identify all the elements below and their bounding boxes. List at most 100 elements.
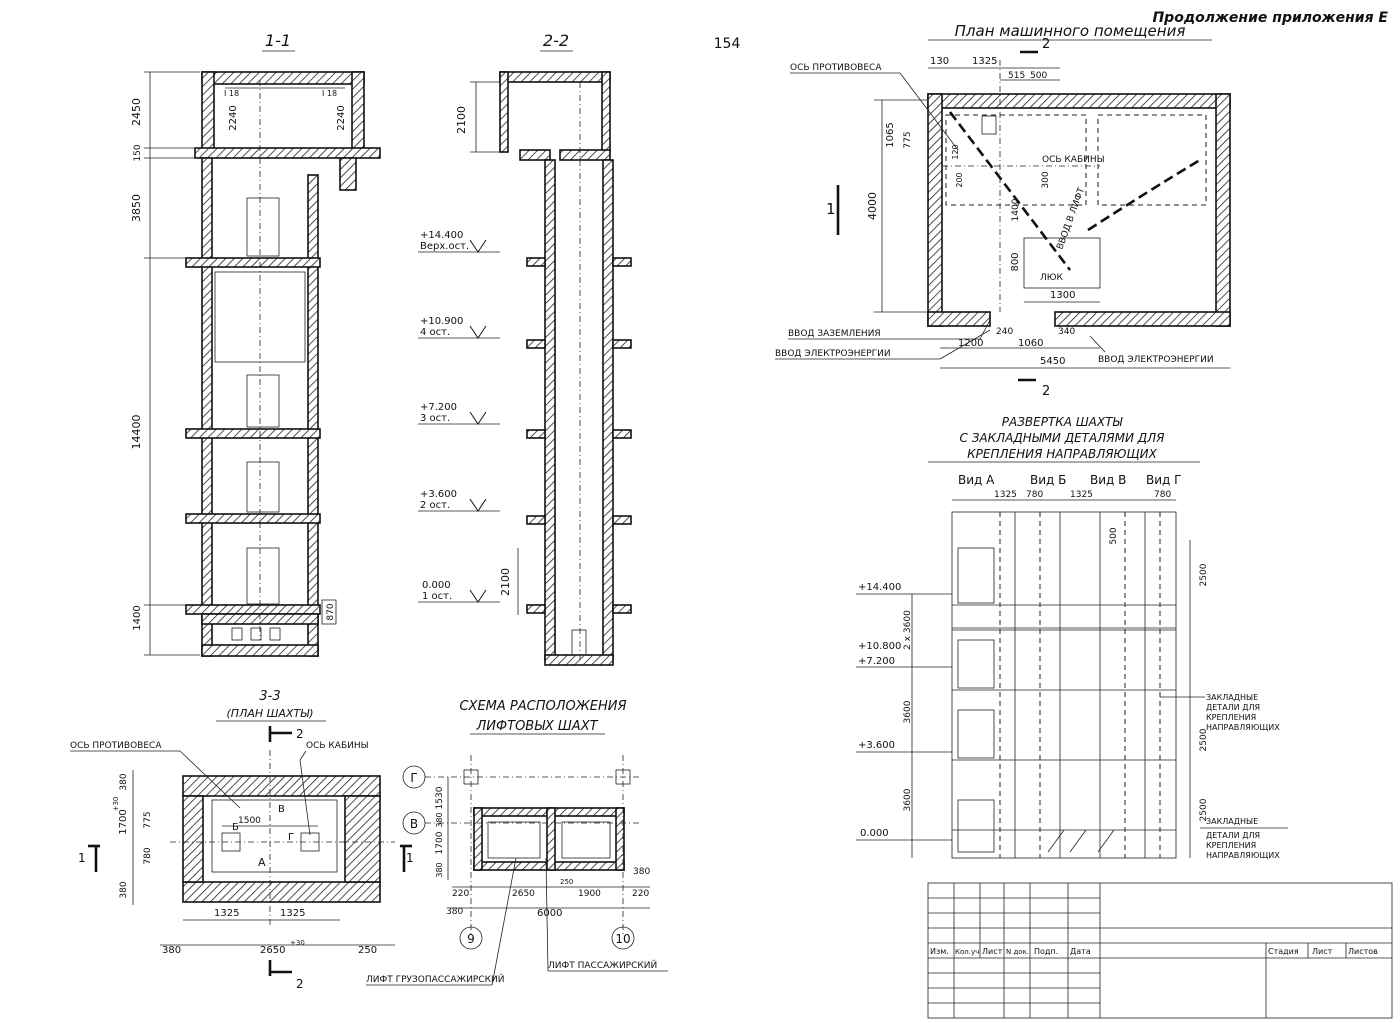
scheme-title-2: ЛИФТОВЫХ ШАХТ xyxy=(475,719,598,734)
dim-2650-s: 2650 xyxy=(512,889,535,899)
machine-room-plan: План машинного помещения 2 2 1 ОСЬ ПРОТИ… xyxy=(775,22,1231,399)
dim-515: 515 xyxy=(1008,71,1025,81)
title-block: Изм. Кол.уч Лист N док. Подп. Дата Стади… xyxy=(927,882,1393,1019)
dim-1065: 1065 xyxy=(885,122,896,147)
dim-3850: 3850 xyxy=(130,194,143,222)
axis-bubble-10: 10 xyxy=(611,926,635,950)
section-2-2-title: 2-2 xyxy=(543,31,569,50)
dim-500: 500 xyxy=(1030,71,1047,81)
dim-2240-left: 2240 xyxy=(228,105,239,130)
cut-mark-top: 2 xyxy=(1042,37,1050,52)
side-right: 1 xyxy=(406,851,414,865)
power-input-right-callout: ВВОД ЭЛЕКТРОЭНЕРГИИ xyxy=(1098,355,1214,365)
view-v: Вид В xyxy=(1090,473,1126,487)
dim-2100-bottom: 2100 xyxy=(499,568,512,596)
tb-col-ndok: N док. xyxy=(1006,948,1029,956)
dim-5450: 5450 xyxy=(1040,356,1065,367)
mark-g: Г xyxy=(288,832,294,843)
top-dim-3: 1325 xyxy=(1070,490,1093,500)
level-mark: +14.400 Верх.ост. xyxy=(418,230,500,253)
top-dim-1: 1325 xyxy=(994,490,1017,500)
dim-1300: 1300 xyxy=(1050,290,1075,301)
dim-1700-s: 1700 xyxy=(435,831,445,854)
side-dim-3600a: 3600 xyxy=(903,700,913,723)
dim-775: 775 xyxy=(903,131,913,148)
top-dim-2: 780 xyxy=(1026,490,1043,500)
tb-col-kol: Кол.уч xyxy=(955,948,979,956)
dim-220-l: 220 xyxy=(452,889,469,899)
tb-col-izm: Изм. xyxy=(930,947,949,956)
dim-2240-right: 2240 xyxy=(336,105,347,130)
dim-1325-right: 1325 xyxy=(280,908,305,919)
cut-mark-bottom: 2 xyxy=(1042,384,1050,399)
svg-text:9: 9 xyxy=(467,932,475,946)
dim-200: 200 xyxy=(955,172,964,187)
level-14400: +14.400 xyxy=(858,582,901,593)
shaft-unfold-title-1: РАЗВЕРТКА ШАХТЫ xyxy=(1002,415,1124,429)
dim-4000: 4000 xyxy=(866,192,879,220)
svg-text:ЗАКЛАДНЫЕ: ЗАКЛАДНЫЕ xyxy=(1206,817,1258,826)
section-3-3-subtitle: (ПЛАН ШАХТЫ) xyxy=(227,707,314,720)
svg-text:+3.600: +3.600 xyxy=(420,489,457,500)
sup-30-vert: +30 xyxy=(112,797,120,812)
dim-1530: 1530 xyxy=(435,786,445,809)
dim-800: 800 xyxy=(1010,252,1021,271)
dim-380-a: 380 xyxy=(435,812,444,827)
section-1-1: 1-1 2450 xyxy=(130,31,381,657)
svg-text:+10.900: +10.900 xyxy=(420,316,463,327)
view-a: Вид А xyxy=(958,473,995,487)
power-input-left-callout: ВВОД ЭЛЕКТРОЭНЕРГИИ xyxy=(775,349,891,359)
level-mark: +10.900 4 ост. xyxy=(418,316,500,339)
dim-220-r: 220 xyxy=(632,889,649,899)
dim-250-s: 250 xyxy=(560,878,573,886)
dim-775: 775 xyxy=(143,811,153,828)
svg-text:+14.400: +14.400 xyxy=(420,230,463,241)
dim-1900: 1900 xyxy=(578,889,601,899)
level-7200: +7.200 xyxy=(858,656,895,667)
dim-2100-top: 2100 xyxy=(455,106,468,134)
axis-bubble-g: Г xyxy=(402,765,426,789)
svg-text:Верх.ост.: Верх.ост. xyxy=(420,241,469,252)
dim-1500: 1500 xyxy=(238,816,261,826)
axis-bubble-9: 9 xyxy=(459,926,483,950)
svg-text:2 ост.: 2 ост. xyxy=(420,500,450,511)
tb-stage: Стадия xyxy=(1268,947,1299,956)
svg-text:Г: Г xyxy=(410,771,417,785)
dim-14400: 14400 xyxy=(130,415,143,450)
shaft-unfold-title-3: КРЕПЛЕНИЯ НАПРАВЛЯЮЩИХ xyxy=(967,447,1157,461)
mark-b: Б xyxy=(232,822,239,833)
side-dim-2500b: 2500 xyxy=(1199,728,1209,751)
svg-text:10: 10 xyxy=(615,932,630,946)
side-dim-2x3600: 2 х 3600 xyxy=(903,610,913,650)
svg-text:3 ост.: 3 ост. xyxy=(420,413,450,424)
steel-label-left: I 18 xyxy=(224,89,239,98)
dim-2650: 2650 xyxy=(260,945,285,956)
level-mark: +3.600 2 ост. xyxy=(418,489,500,512)
section-1-1-title: 1-1 xyxy=(265,31,291,50)
dim-130: 130 xyxy=(930,56,949,67)
side-dim-500: 500 xyxy=(1109,527,1119,544)
level-10800: +10.800 xyxy=(858,641,901,652)
shaft-unfold-title-2: С ЗАКЛАДНЫМИ ДЕТАЛЯМИ ДЛЯ xyxy=(960,431,1166,445)
dim-380-bottom-h: 380 xyxy=(162,945,181,956)
svg-text:1 ост.: 1 ост. xyxy=(422,591,452,602)
dim-1400: 1400 xyxy=(132,605,143,630)
dim-300: 300 xyxy=(1041,171,1051,188)
dim-340: 340 xyxy=(1058,327,1075,337)
tb-col-podp: Подп. xyxy=(1034,947,1058,956)
view-b: Вид Б xyxy=(1030,473,1066,487)
tb-sheets: Листов xyxy=(1348,947,1378,956)
view-g: Вид Г xyxy=(1146,473,1181,487)
continuation-label: Продолжение приложения Е xyxy=(1152,10,1388,26)
level-mark: +7.200 3 ост. xyxy=(418,402,500,425)
car-axis-callout: ОСЬ КАБИНЫ xyxy=(1042,155,1105,165)
lift-freight-label: ЛИФТ ГРУЗОПАССАЖИРСКИЙ xyxy=(366,973,505,985)
counterweight-axis-3-3: ОСЬ ПРОТИВОВЕСА xyxy=(70,741,162,751)
cut-bottom: 2 xyxy=(296,977,304,991)
section-2-2: 2-2 2100 2100 +14.400 Верх.ост. +10.9 xyxy=(418,31,632,666)
section-3-3: 3-3 (ПЛАН ШАХТЫ) А Б В Г 2 2 1 1 ОСЬ ПРО… xyxy=(70,689,414,991)
side-mark: 1 xyxy=(826,200,836,218)
cut-top: 2 xyxy=(296,727,304,741)
dim-150: 150 xyxy=(133,144,143,161)
